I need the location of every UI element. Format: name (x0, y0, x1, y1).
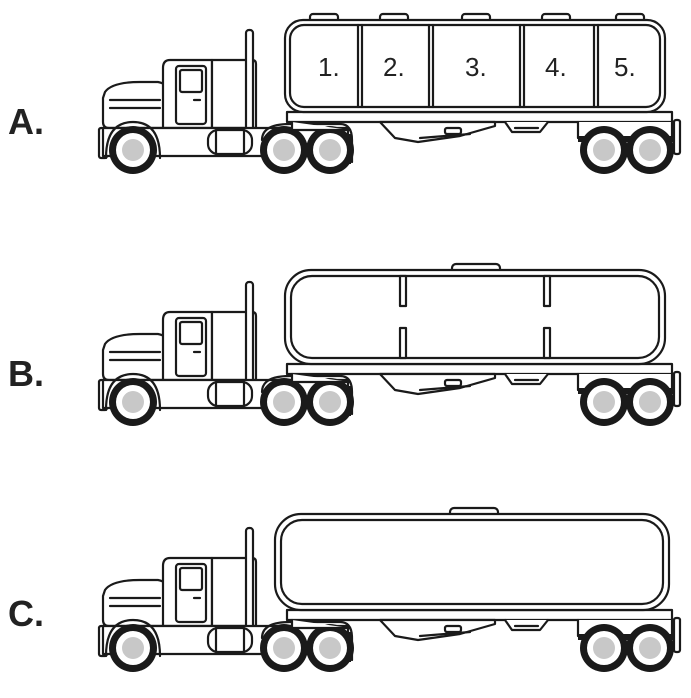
row-label-c: C. (8, 593, 44, 634)
truck-c: C. (8, 506, 680, 672)
truck-b: B. (8, 262, 680, 426)
row-label-b: B. (8, 353, 44, 394)
compartment-label-3: 3. (465, 52, 487, 82)
truck-a: A. 1. 2. 3. 4. (8, 12, 680, 174)
compartment-tank: 1. 2. 3. 4. 5. (283, 12, 667, 114)
compartment-label-4: 4. (545, 52, 567, 82)
compartment-label-5: 5. (614, 52, 636, 82)
baffled-tank (283, 262, 667, 366)
smooth-bore-tank (273, 506, 671, 612)
row-label-a: A. (8, 101, 44, 142)
compartment-label-2: 2. (383, 52, 405, 82)
compartment-label-1: 1. (318, 52, 340, 82)
